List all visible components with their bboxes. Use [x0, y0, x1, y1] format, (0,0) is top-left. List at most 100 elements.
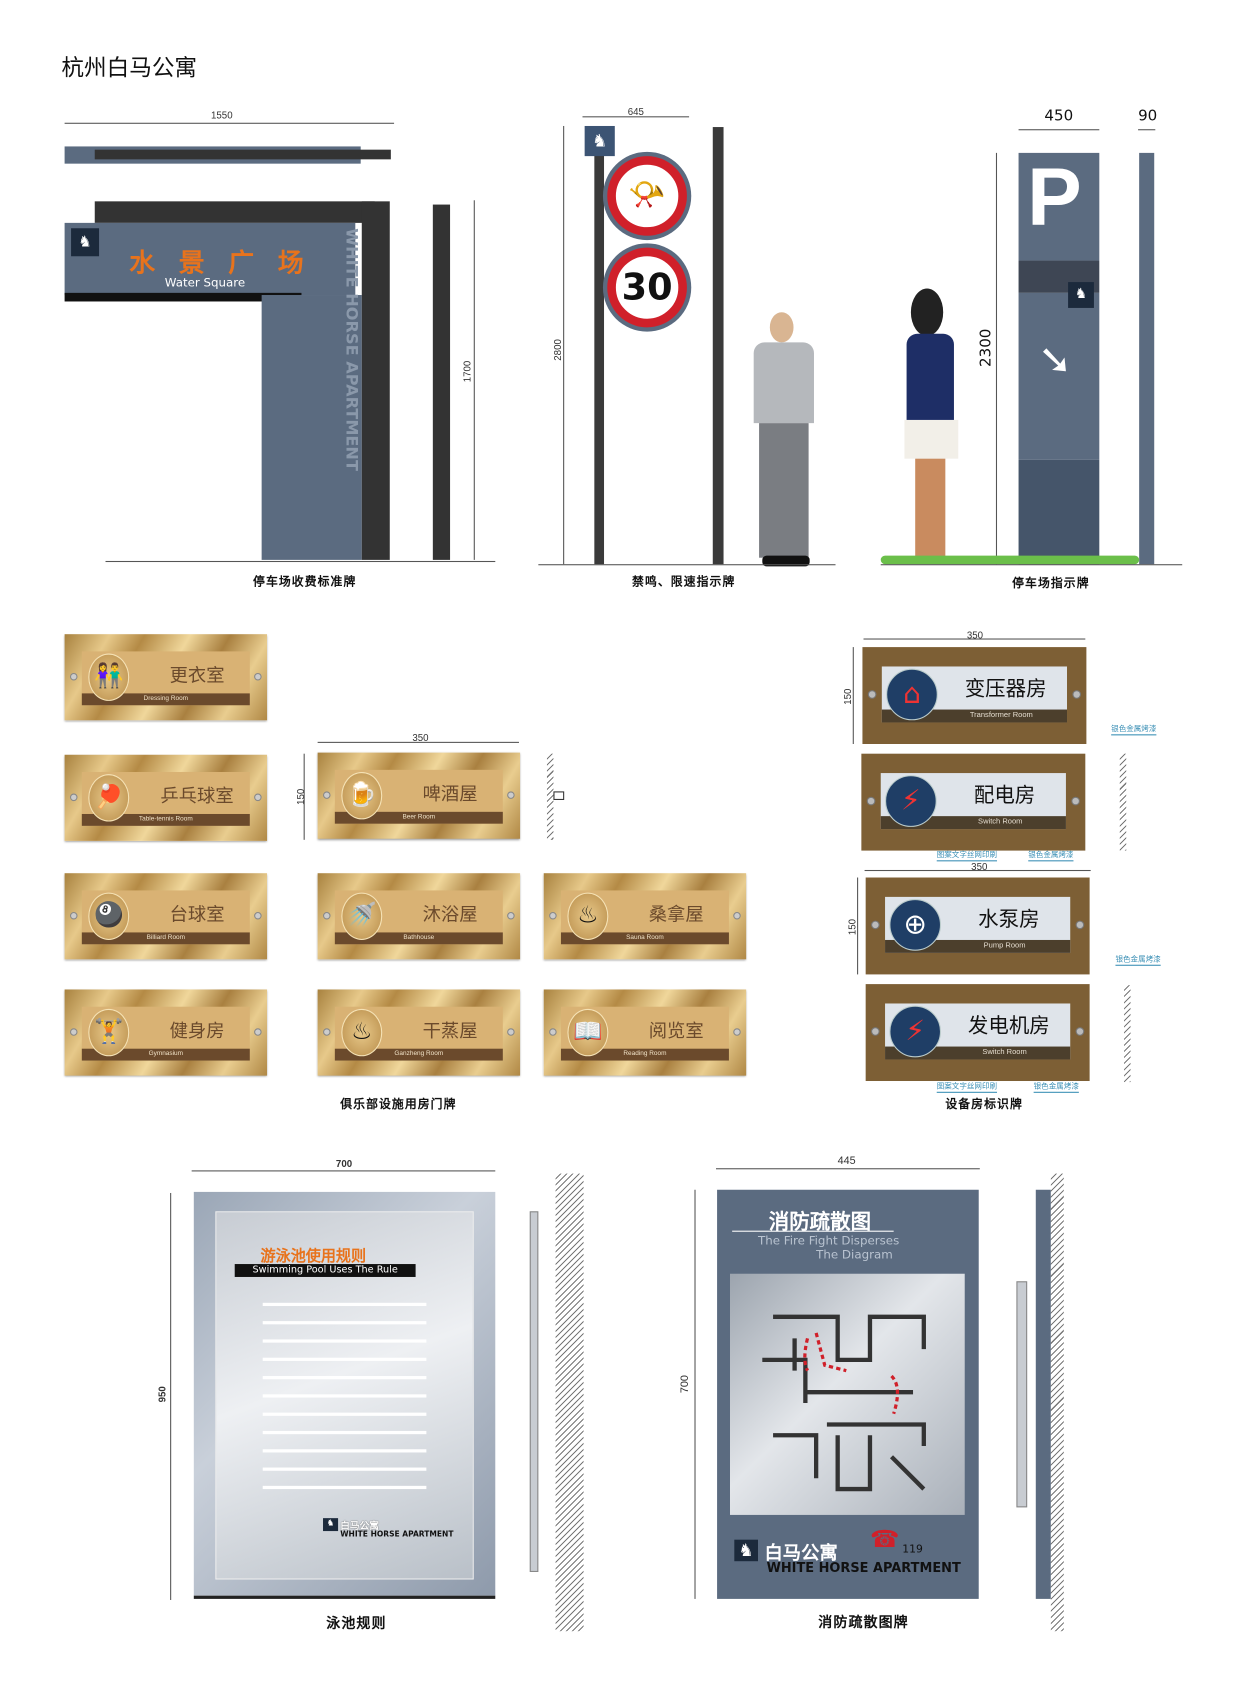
hose-reel-icon: ⊕: [889, 899, 942, 951]
screw: [69, 672, 78, 681]
screw: [871, 1027, 880, 1036]
dim-line: [716, 1168, 980, 1170]
room-sign: Reading Room 📖 阅览室: [543, 989, 747, 1076]
screw: [1072, 690, 1082, 699]
sign-face: Switch Room ⚡ 配电房: [880, 773, 1066, 830]
rule-line: [262, 1394, 427, 1398]
room-name-zh: 啤酒屋: [422, 783, 478, 806]
dim-height: 2300: [977, 328, 995, 367]
title-char: 景: [178, 247, 229, 278]
sign-face: Gymnasium 🏋 健身房: [81, 1006, 250, 1061]
reading-icon: 📖: [567, 1008, 609, 1057]
dim-width: 350: [971, 861, 988, 873]
room-sign: Beer Room 🍺 啤酒屋: [317, 752, 521, 839]
dim-depth: 90: [1138, 107, 1158, 125]
pool-rules-subtitle: Swimming Pool Uses The Rule: [234, 1264, 416, 1277]
sign-face: Bathhouse 🚿 沐浴屋: [334, 890, 503, 945]
caption: 消防疏散图牌: [818, 1615, 909, 1632]
title-char: 广: [228, 247, 278, 278]
room-name-en: Table-tennis Room: [81, 813, 250, 826]
screw: [733, 1028, 741, 1036]
dim-line: [317, 741, 519, 743]
dim-line: [170, 1192, 172, 1600]
dry-steam-icon: ♨: [341, 1008, 383, 1057]
lightning-icon: ⚡: [889, 1005, 942, 1058]
lightning-icon: ⚡: [885, 775, 937, 827]
white-horse-logo-icon: ♞: [71, 228, 100, 257]
room-sign: Bathhouse 🚿 沐浴屋: [317, 873, 521, 960]
room-name-zh: 沐浴屋: [422, 904, 478, 926]
screw: [549, 1028, 557, 1036]
dim-width: 350: [966, 629, 984, 641]
dim-line: [563, 125, 565, 565]
room-name-zh: 健身房: [169, 1020, 225, 1043]
room-name-en: Billiard Room: [81, 932, 250, 945]
sign-board: [64, 222, 356, 296]
note-paint: 银色金属烤漆: [1028, 850, 1074, 862]
fire-phone-icon: ☎: [869, 1526, 900, 1554]
fire-phone-number: 119: [902, 1543, 923, 1556]
note-print: 图案文字丝网印刷: [936, 1081, 998, 1093]
rule-line: [262, 1376, 427, 1380]
dim-height: 1700: [461, 360, 473, 383]
screw: [69, 911, 78, 920]
screw: [867, 690, 877, 699]
floor-plan: [730, 1273, 965, 1515]
caption: 泳池规则: [326, 1616, 387, 1633]
title-char: 水: [129, 247, 179, 278]
screw: [733, 911, 741, 920]
room-name-zh: 变压器房: [964, 677, 1047, 701]
room-name-zh: 干蒸屋: [422, 1020, 478, 1043]
note-print: 图案文字丝网印刷: [936, 850, 998, 862]
sign-face: Transformer Room ⌂ 变压器房: [881, 666, 1068, 723]
sign-post: [261, 295, 362, 560]
water-square-title: 水景广场: [129, 241, 327, 279]
fire-subtitle-1: The Fire Fight Disperses: [757, 1233, 900, 1248]
white-horse-logo-icon: ♞: [1068, 282, 1094, 308]
room-sign: Billiard Room 🎱 台球室: [64, 873, 268, 960]
screw: [254, 1028, 262, 1036]
side-view: [1139, 152, 1155, 565]
dim-line: [694, 1189, 696, 1599]
sign-face: Ganzheng Room ♨ 干蒸屋: [334, 1006, 503, 1061]
room-sign: Gymnasium 🏋 健身房: [64, 989, 268, 1076]
dim-line: [852, 647, 854, 744]
screw: [254, 672, 262, 681]
side-view-post: [432, 204, 451, 560]
dressing-room-icon: 👫: [88, 653, 130, 701]
dim-line: [864, 869, 1091, 872]
wall-section: [1124, 985, 1131, 1083]
room-name-en: Dressing Room: [81, 693, 250, 706]
room-name-en: Sauna Room: [560, 932, 729, 945]
room-name-en: Reading Room: [560, 1048, 729, 1061]
sign-face: Table-tennis Room 🏓 乒乓球室: [81, 771, 250, 826]
equipment-room-sign: Transformer Room ⌂ 变压器房: [862, 647, 1087, 744]
note-paint: 银色金属烤漆: [1033, 1081, 1079, 1093]
ground-line: [880, 564, 1183, 566]
dim-line: [1138, 129, 1156, 131]
room-name-zh: 更衣室: [169, 665, 225, 687]
sign-face: Switch Room ⚡ 发电机房: [885, 1003, 1071, 1060]
caption: 停车场指示牌: [1012, 576, 1090, 591]
dim-height: 150: [295, 788, 307, 805]
sign-face: Pump Room ⊕ 水泵房: [885, 896, 1071, 953]
brand-en: WHITE HORSE APARTMENT: [340, 1529, 454, 1539]
woman-figure: [896, 288, 967, 567]
dim-width: 645: [627, 106, 644, 118]
screw: [871, 920, 880, 930]
sign-post-frame: [361, 201, 390, 560]
billiard-icon: 🎱: [88, 892, 130, 940]
side-view-pole: [712, 127, 724, 565]
room-name-zh: 桑拿屋: [648, 904, 704, 926]
beer-icon: 🍺: [341, 771, 383, 820]
fire-subtitle-2: The Diagram: [816, 1247, 893, 1262]
mount-detail: [553, 791, 565, 800]
house-lightning-icon: ⌂: [886, 668, 938, 721]
screw: [1075, 920, 1085, 930]
screw: [1071, 796, 1080, 806]
pole: [594, 127, 605, 565]
rule-line: [262, 1430, 427, 1435]
caption: 禁鸣、限速指示牌: [632, 574, 736, 589]
screw: [323, 791, 331, 799]
caption: 停车场收费标准牌: [253, 574, 357, 589]
